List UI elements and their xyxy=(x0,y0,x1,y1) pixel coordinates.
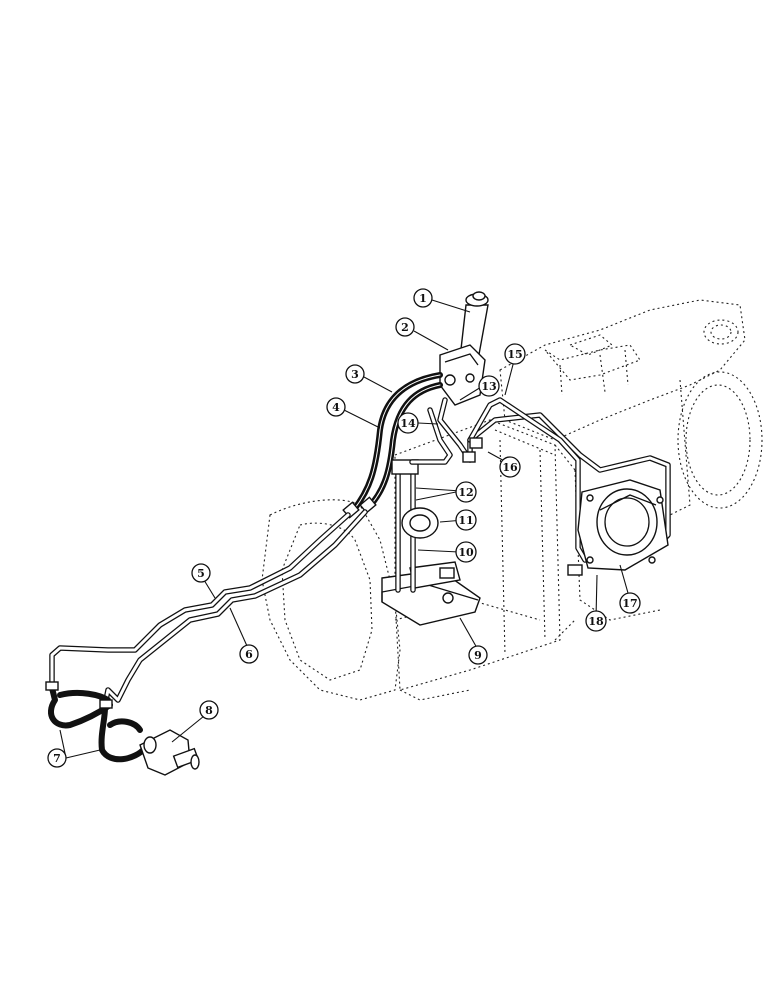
steel-pipe-5 xyxy=(49,512,351,688)
callout-9-label: 9 xyxy=(474,649,482,662)
callout-12-label: 12 xyxy=(458,486,473,499)
callout-13-label: 13 xyxy=(481,380,496,393)
callout-12: 12 xyxy=(455,481,477,503)
callout-15-label: 15 xyxy=(507,348,522,361)
callout-13: 13 xyxy=(478,375,500,397)
callout-6-label: 6 xyxy=(245,648,253,661)
callout-3-label: 3 xyxy=(351,368,359,381)
steel-pipe-6 xyxy=(102,509,368,708)
callout-11-label: 11 xyxy=(458,514,473,527)
callout-16: 16 xyxy=(499,456,521,478)
callout-3: 3 xyxy=(345,364,365,384)
filter-cap xyxy=(401,507,439,539)
callout-11: 11 xyxy=(455,509,477,531)
callout-16-label: 16 xyxy=(502,461,518,474)
callout-2-label: 2 xyxy=(401,321,409,334)
callout-1: 1 xyxy=(413,288,433,308)
callout-14-label: 14 xyxy=(400,417,416,430)
callout-9: 9 xyxy=(468,645,488,665)
pipes-13-14-15-16 xyxy=(409,397,671,563)
callout-8-label: 8 xyxy=(205,704,213,717)
callout-5: 5 xyxy=(191,563,211,583)
callout-18: 18 xyxy=(585,610,607,632)
steering-cylinder xyxy=(139,729,200,776)
callout-1-label: 1 xyxy=(419,292,427,305)
callout-6: 6 xyxy=(239,644,259,664)
hoses-7 xyxy=(45,681,148,763)
callout-17: 17 xyxy=(619,592,641,614)
callout-15: 15 xyxy=(504,343,526,365)
callout-5-label: 5 xyxy=(197,567,205,580)
hose-assembly-3-4 xyxy=(342,372,443,519)
reservoir-bracket xyxy=(381,561,481,626)
leader-lines xyxy=(59,299,631,759)
callout-7: 7 xyxy=(47,748,67,768)
callout-4-label: 4 xyxy=(332,401,340,414)
callout-2: 2 xyxy=(395,317,415,337)
callout-14: 14 xyxy=(397,412,419,434)
callout-7-label: 7 xyxy=(53,752,61,765)
hydraulic-pump xyxy=(567,479,669,576)
callout-10-label: 10 xyxy=(458,546,474,559)
callout-10: 10 xyxy=(455,541,477,563)
steering-control-valve xyxy=(439,344,486,406)
callout-17-label: 17 xyxy=(622,597,637,610)
callout-4: 4 xyxy=(326,397,346,417)
callout-8: 8 xyxy=(199,700,219,720)
callout-18-label: 18 xyxy=(588,615,604,628)
